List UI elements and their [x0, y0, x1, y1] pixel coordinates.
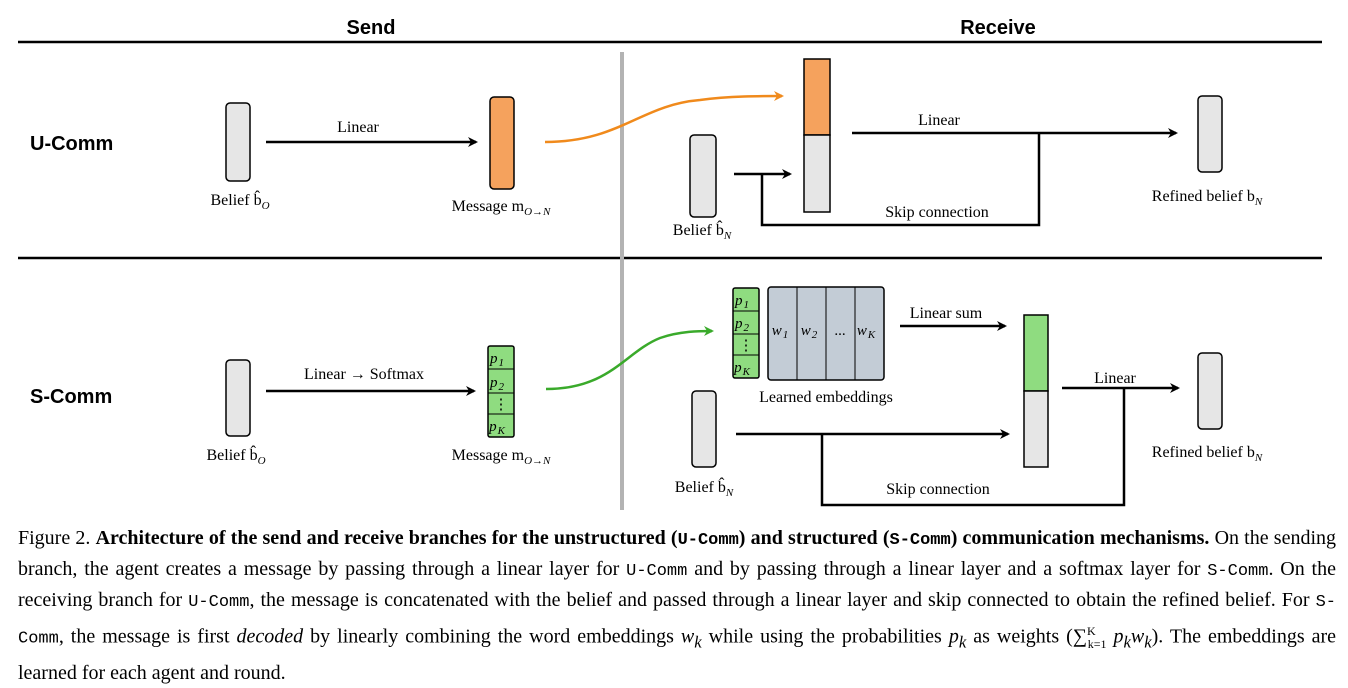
scomm-refined-label: Refined belief bN: [1152, 444, 1263, 464]
scomm-belief-n-label: Belief b̂N: [675, 476, 734, 499]
caption-title: Architecture of the send and receive bra…: [95, 527, 1210, 550]
scomm-learned-label: Learned embeddings: [759, 389, 893, 406]
ucomm-linear-recv-label: Linear: [918, 112, 960, 129]
scomm-msg-p2: p2: [489, 375, 505, 393]
scomm-concat-message-part: [1023, 314, 1049, 392]
scomm-received-vector: p1 p2 ⋮ pK: [732, 287, 760, 379]
ucomm-skip-label: Skip connection: [885, 204, 989, 221]
scomm-send-label: Linear → Softmax: [304, 366, 424, 383]
ucomm-orange-arrow: [544, 91, 784, 144]
scomm-message-vector: p1 p2 ⋮ pK: [487, 345, 515, 438]
ucomm-message-label: Message mO→N: [452, 198, 551, 218]
scomm-concat-belief-part: [1023, 390, 1049, 468]
scomm-row-label: S-Comm: [30, 386, 112, 408]
scomm-linear-sum-label: Linear sum: [910, 305, 983, 322]
ucomm-concat-belief-part: [803, 134, 831, 213]
scomm-skip-line: [820, 388, 1126, 507]
ucomm-linear-label: Linear: [337, 119, 379, 136]
receive-header: Receive: [960, 17, 1036, 39]
scomm-recv-vdots: ⋮: [739, 338, 754, 354]
scomm-recv-pk: pK: [733, 360, 751, 378]
scomm-embed-wk: wK: [857, 323, 876, 341]
ucomm-skip-line: [760, 133, 1041, 227]
caption-code-ucomm: U-Comm: [677, 531, 739, 550]
scomm-skip-label: Skip connection: [886, 481, 990, 498]
caption-code-scomm: S-Comm: [889, 531, 951, 550]
scomm-msg-vdots: ⋮: [494, 397, 509, 413]
architecture-diagram: Send Receive U-Comm S-Comm Belief b̂O Li…: [18, 17, 1322, 510]
scomm-belief-o-box: [225, 359, 251, 437]
ucomm-belief-o-label: Belief b̂O: [210, 189, 269, 212]
ucomm-belief-n-box: [689, 134, 717, 218]
scomm-refined-box: [1197, 352, 1223, 430]
figure-caption: Figure 2. Architecture of the send and r…: [18, 527, 1337, 684]
scomm-msg-p1: p1: [489, 351, 504, 369]
scomm-embed-w1: w1: [772, 323, 789, 341]
ucomm-refined-label: Refined belief bN: [1152, 188, 1263, 208]
scomm-recv-p2: p2: [734, 316, 750, 334]
ucomm-row-label: U-Comm: [30, 133, 113, 155]
ucomm-belief-o-box: [225, 102, 251, 182]
send-header: Send: [347, 17, 396, 39]
scomm-green-arrow: [545, 326, 714, 391]
scomm-belief-o-label: Belief b̂O: [206, 444, 265, 467]
scomm-embed-w2: w2: [801, 323, 818, 341]
ucomm-concat-message-part: [803, 58, 831, 136]
ucomm-message-box: [489, 96, 515, 190]
scomm-recv-p1: p1: [734, 293, 749, 311]
caption-fig-number: Figure 2.: [18, 527, 91, 549]
ucomm-refined-box: [1197, 95, 1223, 173]
scomm-embed-dots: ...: [834, 323, 845, 339]
scomm-msg-pk: pK: [488, 419, 506, 437]
scomm-embedding-matrix: w1 w2 ... wK: [767, 286, 885, 381]
scomm-linear-recv-label: Linear: [1094, 370, 1136, 387]
scomm-belief-n-box: [691, 390, 717, 468]
scomm-message-label: Message mO→N: [452, 447, 551, 467]
ucomm-belief-n-label: Belief b̂N: [673, 219, 732, 242]
